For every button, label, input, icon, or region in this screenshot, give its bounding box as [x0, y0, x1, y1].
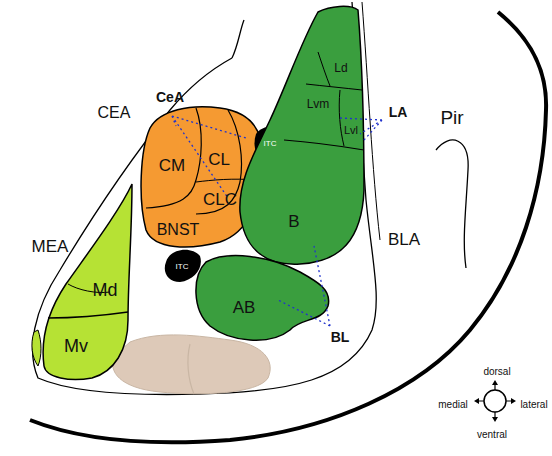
region-node: Lvm [307, 97, 330, 111]
region-node: BNST [157, 221, 200, 239]
bl-leader [278, 246, 330, 326]
beige-divider [188, 344, 194, 394]
amygdala-boundary [33, 2, 377, 394]
compass-label: ventral [477, 429, 507, 440]
subnucleus-label: Md [92, 280, 117, 301]
subnucleus-label: CL [208, 150, 230, 170]
subnucleus-label: Lvl [344, 124, 358, 136]
region-node: ITC [176, 262, 189, 271]
subnucleus-label: CLC [203, 190, 237, 210]
boundary-line [362, 2, 380, 240]
basolateral-region [240, 6, 364, 264]
mea-sliver [32, 330, 41, 366]
region-node: ITC [264, 139, 277, 148]
piriform-contour [436, 140, 468, 268]
region-label: MEA [32, 237, 69, 257]
region-node: Mv [64, 336, 88, 357]
la-b-divider [284, 140, 364, 150]
region-node: CLC [203, 190, 237, 210]
itc-label: ITC [176, 262, 189, 271]
compass-arrows [474, 380, 516, 422]
accessory-basal [196, 256, 329, 341]
region-label: BL [331, 329, 350, 345]
la-divider [318, 52, 330, 86]
region-label: Pir [440, 107, 463, 129]
region-label: LA [389, 104, 408, 120]
boundary-line [232, 20, 244, 58]
compass-label: dorsal [483, 366, 510, 377]
region-node: B [288, 212, 299, 232]
subnucleus-label: Lvm [307, 97, 330, 111]
region-node: Md [92, 280, 117, 301]
region-node: CL [208, 150, 230, 170]
region-node: Lvl [344, 124, 358, 136]
subnucleus-label: Ld [334, 61, 347, 75]
cea-divider [146, 108, 201, 208]
region-node: Ld [334, 61, 347, 75]
region-label: CEA [98, 104, 131, 122]
medial-amygdala [43, 184, 132, 380]
region-label: BLA [388, 230, 420, 250]
nucleus-label: AB [233, 298, 256, 318]
region-label: CeA [156, 89, 184, 105]
compass-ticks [477, 383, 513, 419]
la-divider [306, 84, 362, 90]
subnucleus-label: CM [159, 156, 185, 176]
subnucleus-label: BNST [157, 221, 200, 239]
itc-label: ITC [264, 139, 277, 148]
region-node: CM [159, 156, 185, 176]
la-leader [340, 118, 382, 140]
compass-circle [484, 390, 506, 412]
nucleus-label: B [288, 212, 299, 232]
itc-cluster [165, 250, 201, 282]
compass-label: lateral [520, 399, 547, 410]
compass-label: medial [438, 399, 467, 410]
mea-divider [48, 312, 128, 318]
beige-region [113, 335, 271, 394]
subnucleus-label: Mv [64, 336, 88, 357]
region-node: AB [233, 298, 256, 318]
